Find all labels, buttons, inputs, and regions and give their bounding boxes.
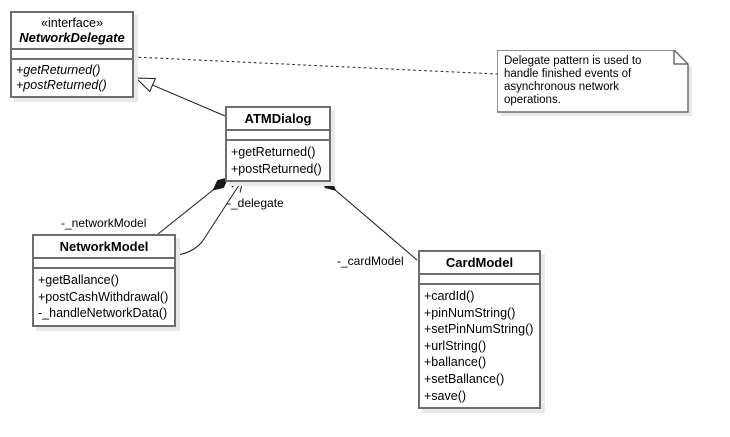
composition-cardmodel-edge[interactable] (335, 189, 418, 261)
class-title-atmdialog: ATMDialog (227, 108, 329, 131)
methods-compartment: +getReturned() +postReturned() (227, 141, 329, 180)
edge-label-delegate: -_delegate (227, 196, 284, 210)
attributes-compartment (227, 131, 329, 141)
realization-edge[interactable] (152, 84, 226, 117)
method-item: +save() (424, 388, 467, 403)
methods-compartment: +getBallance() +postCashWithdrawal() -_h… (34, 269, 174, 325)
note-body (496, 49, 689, 113)
edge-label-cardmodel: -_cardModel (337, 254, 404, 268)
class-title-cardmodel: CardModel (420, 252, 539, 275)
attributes-compartment (34, 259, 174, 269)
note-anchor-dashed-line[interactable] (132, 56, 498, 75)
method-item: -_handleNetworkData() (38, 306, 168, 320)
association-delegate-edge[interactable] (176, 181, 242, 256)
method-item: +getReturned() (16, 63, 101, 77)
method-item: +urlString() (424, 338, 487, 353)
method-item: +ballance() (424, 355, 487, 370)
class-box-cardmodel[interactable]: CardModel +cardId() +pinNumString() +set… (418, 250, 541, 410)
method-item: +postCashWithdrawal() (38, 289, 169, 304)
methods-compartment: +getReturned() +postReturned() (12, 60, 132, 96)
edge-label-networkmodel: -_networkModel (61, 216, 147, 230)
note-text: Delegate pattern is used to handle finis… (504, 55, 642, 106)
method-item: +setBallance() (424, 371, 505, 386)
attributes-compartment (420, 275, 539, 285)
method-item: +setPinNumString() (424, 322, 534, 337)
note-folded-corner-icon (673, 50, 688, 65)
methods-compartment: +cardId() +pinNumString() +setPinNumStri… (420, 285, 539, 407)
method-item: +postReturned() (231, 161, 322, 176)
realization-triangle-arrowhead (134, 77, 157, 93)
class-name-label: CardModel (445, 255, 514, 270)
stereotype-label: «interface» (41, 16, 103, 30)
method-item: +postReturned() (16, 78, 107, 92)
class-title-networkmodel: NetworkModel (34, 236, 174, 259)
method-item: +getReturned() (231, 145, 316, 159)
class-name-label: NetworkModel (59, 239, 149, 254)
class-box-atmdialog[interactable]: ATMDialog +getReturned() +postReturned() (225, 106, 331, 182)
note-shape (496, 49, 692, 116)
method-item: +cardId() (424, 289, 475, 303)
class-name-label: NetworkDelegate (19, 30, 125, 45)
class-box-networkdelegate[interactable]: «interface» NetworkDelegate +getReturned… (10, 11, 134, 98)
method-item: +getBallance() (38, 273, 119, 287)
attributes-compartment (12, 50, 132, 60)
class-name-label: ATMDialog (244, 111, 312, 126)
composition-networkmodel-edge[interactable] (157, 189, 214, 235)
composition-networkmodel-diamond (212, 177, 229, 191)
class-title-networkdelegate: «interface» NetworkDelegate (12, 13, 132, 50)
class-box-networkmodel[interactable]: NetworkModel +getBallance() +postCashWit… (32, 234, 176, 327)
method-item: +pinNumString() (424, 305, 516, 320)
uml-note[interactable]: Delegate pattern is used to handle finis… (496, 49, 697, 120)
